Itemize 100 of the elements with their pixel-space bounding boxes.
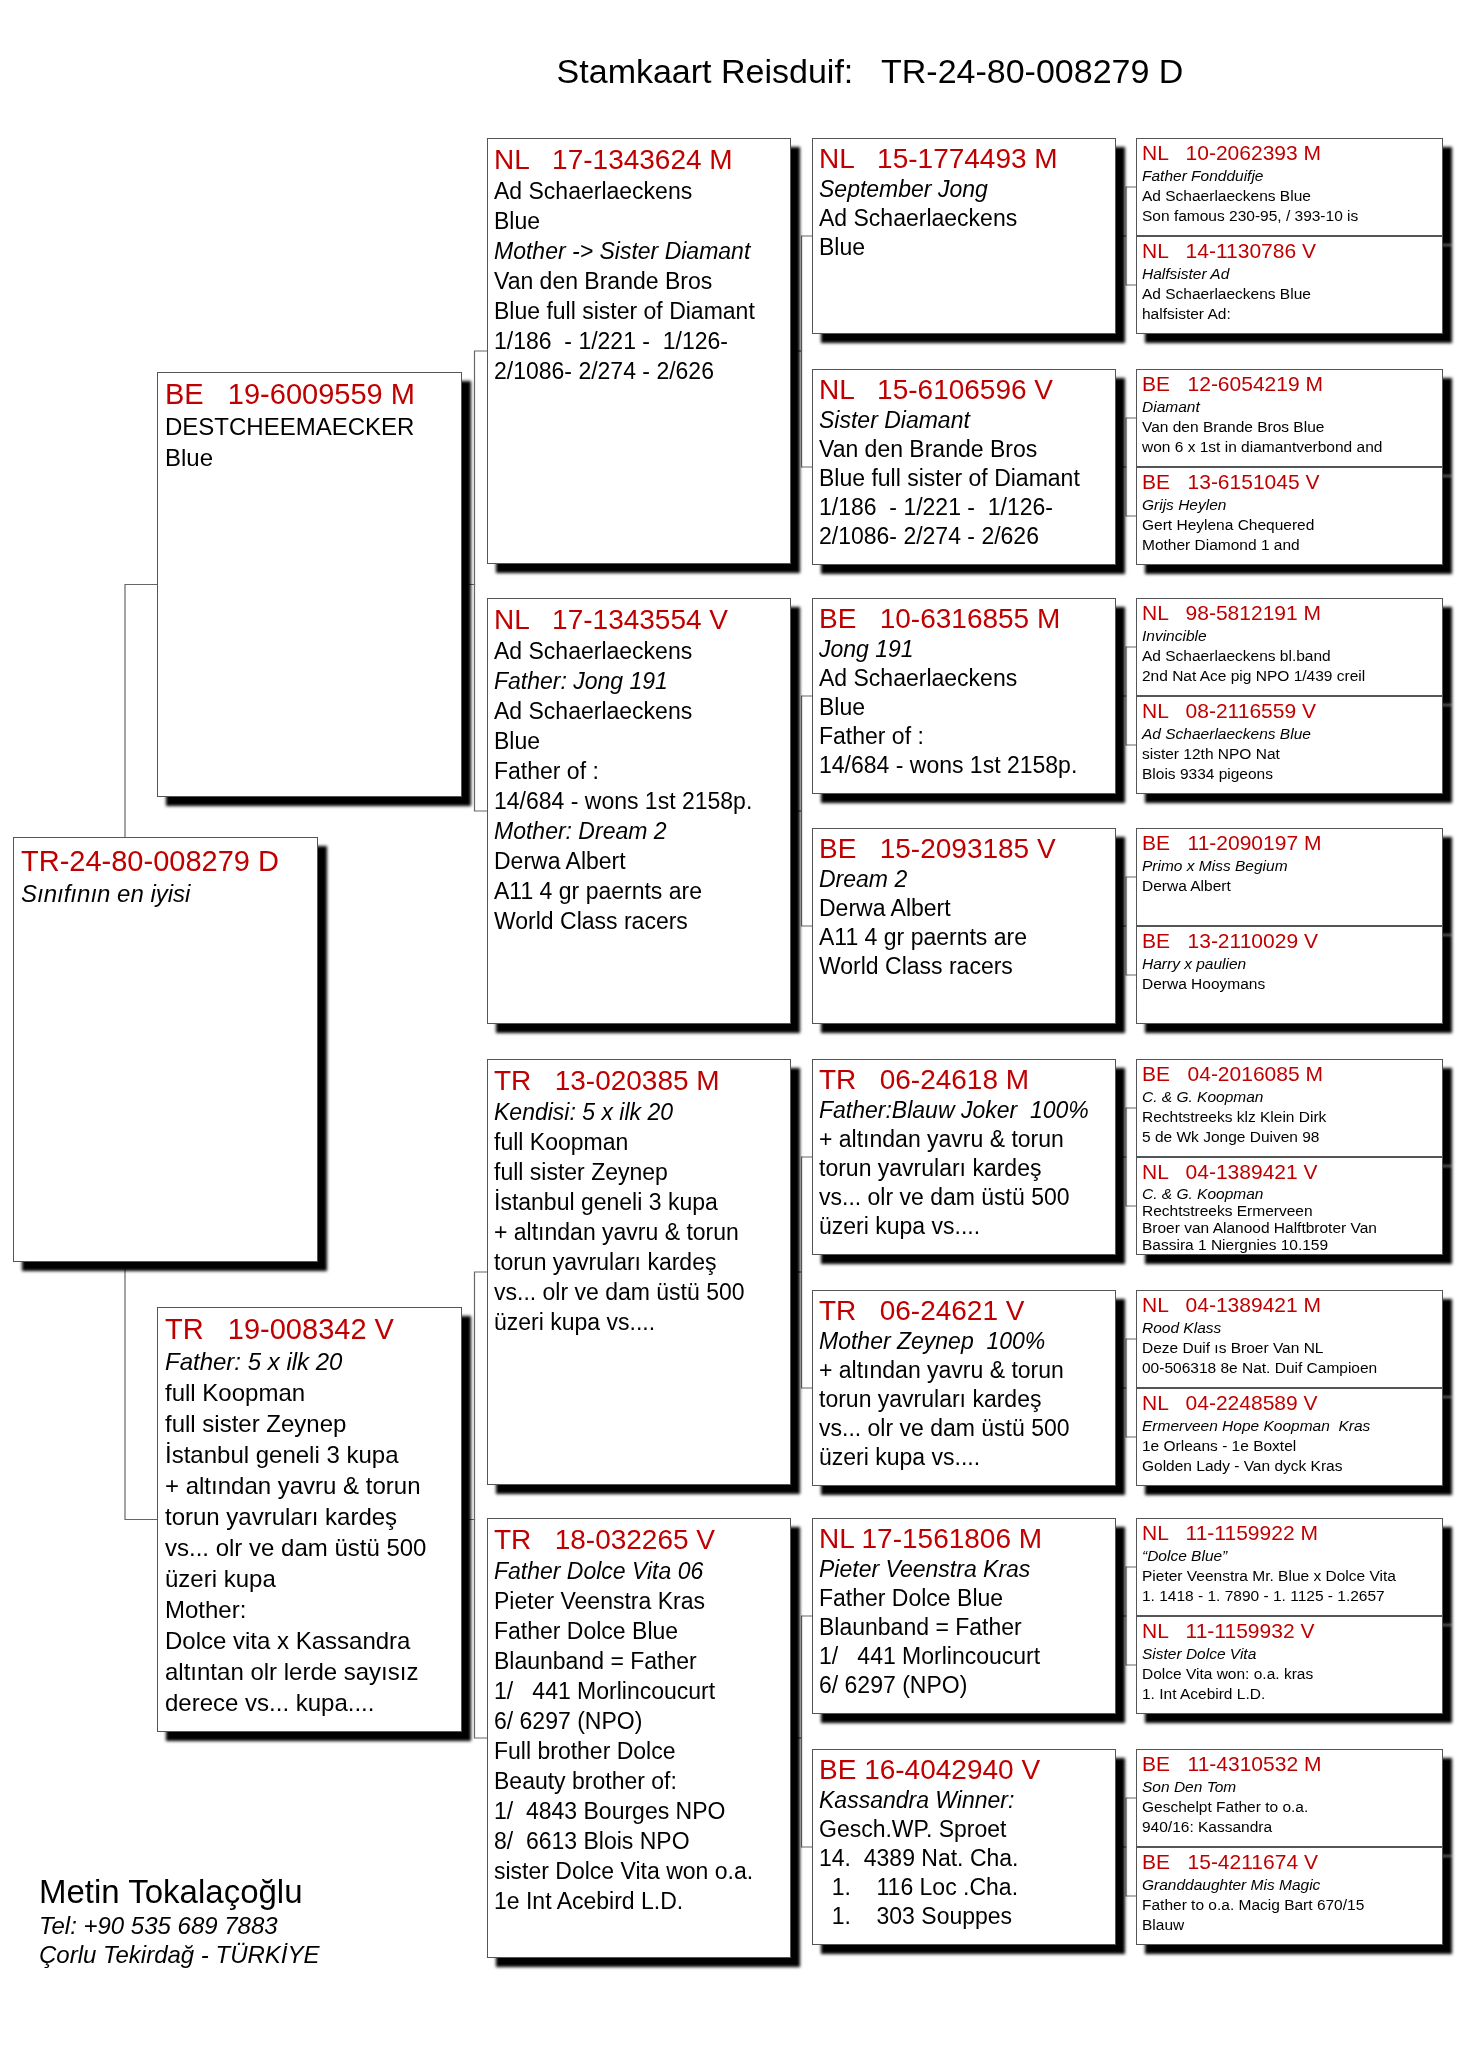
pedigree-card <box>1136 369 1443 467</box>
connector-line <box>790 1737 813 1848</box>
pedigree-note: altıntan olr lerde sayısız <box>165 1657 419 1688</box>
pedigree-note: Van den Brande Bros <box>819 435 1038 465</box>
ring-number: NL 15-1774493 M <box>819 142 1058 176</box>
pedigree-note: full Koopman <box>494 1128 629 1158</box>
pedigree-card <box>1136 138 1443 236</box>
pedigree-card <box>1136 1059 1443 1157</box>
pedigree-note: Derwa Albert <box>1142 875 1231 896</box>
pedigree-card <box>812 1290 1116 1486</box>
pedigree-note: World Class racers <box>819 952 1013 982</box>
pedigree-card <box>812 1059 1116 1255</box>
pedigree-card <box>812 369 1116 565</box>
ring-number: NL 14-1130786 V <box>1142 239 1316 264</box>
pedigree-note: 1e Orleans - 1e Boxtel <box>1142 1435 1297 1456</box>
pedigree-note: Blue full sister of Diamant <box>494 297 755 327</box>
ring-number: NL 17-1561806 M <box>819 1522 1043 1556</box>
pedigree-note: + altından yavru & torun <box>494 1218 739 1248</box>
pedigree-card <box>812 1518 1116 1714</box>
connector-line <box>461 583 488 812</box>
pedigree-note: full Koopman <box>165 1378 306 1409</box>
pedigree-note: 940/16: Kassandra <box>1142 1816 1273 1837</box>
pedigree-note: Ad Schaerlaeckens <box>819 204 1018 234</box>
pedigree-note: üzeri kupa vs.... <box>819 1443 981 1473</box>
pedigree-note: Beauty brother of: <box>494 1767 677 1797</box>
pedigree-card <box>487 1518 791 1958</box>
pedigree-note: Ad Schaerlaeckens <box>494 637 693 667</box>
ring-number: TR 19-008342 V <box>165 1312 394 1347</box>
ring-number: TR 18-032265 V <box>494 1523 716 1557</box>
ring-number: NL 08-2116559 V <box>1142 699 1316 724</box>
ring-number: NL 11-1159922 M <box>1142 1521 1318 1546</box>
pedigree-note: Father to o.a. Macig Bart 670/15 <box>1142 1894 1365 1915</box>
connector-line <box>461 1518 488 1739</box>
pedigree-note: Father Dolce Blue <box>819 1584 1004 1614</box>
pedigree-note: Derwa Albert <box>494 847 626 877</box>
pedigree-note: Father Dolce Vita 06 <box>494 1557 704 1587</box>
pedigree-note: + altından yavru & torun <box>819 1356 1064 1386</box>
pedigree-note: Sister Dolce Vita <box>1142 1643 1257 1664</box>
pedigree-note: Van den Brande Bros Blue <box>1142 416 1325 437</box>
pedigree-note: 1/186 - 1/221 - 1/126- <box>819 493 1053 523</box>
pedigree-note: Gesch.WP. Sproet <box>819 1815 1007 1845</box>
pedigree-note: 14. 4389 Nat. Cha. <box>819 1844 1019 1874</box>
ring-number: NL 17-1343554 V <box>494 603 729 637</box>
pedigree-note: World Class racers <box>494 907 688 937</box>
ring-number: BE 19-6009559 M <box>165 377 415 412</box>
ring-number: BE 10-6316855 M <box>819 602 1061 636</box>
pedigree-note: Van den Brande Bros <box>494 267 713 297</box>
pedigree-note: halfsister Ad: <box>1142 303 1231 324</box>
pedigree-note: Father of : <box>494 757 599 787</box>
pedigree-note: Golden Lady - Van dyck Kras <box>1142 1455 1343 1476</box>
pedigree-note: derece vs... kupa.... <box>165 1688 375 1719</box>
ring-number: TR-24-80-008279 D <box>21 844 279 879</box>
pedigree-note: Father of : <box>819 722 924 752</box>
connector-line <box>1115 1156 1137 1207</box>
pedigree-note: 1. Int Acebird L.D. <box>1142 1683 1266 1704</box>
pedigree-note: Mother Zeynep 100% <box>819 1327 1046 1357</box>
pedigree-note: Ad Schaerlaeckens <box>494 177 693 207</box>
pedigree-note: Derwa Hooymans <box>1142 973 1266 994</box>
pedigree-card <box>812 1749 1116 1945</box>
pedigree-note: Father:Blauw Joker 100% <box>819 1096 1089 1126</box>
pedigree-note: üzeri kupa <box>165 1564 276 1595</box>
pedigree-note: torun yavruları kardeş <box>819 1385 1042 1415</box>
ring-number: NL 17-1343624 M <box>494 143 733 177</box>
pedigree-note: “Dolce Blue” <box>1142 1545 1228 1566</box>
connector-line <box>1115 1387 1137 1438</box>
pedigree-note: üzeri kupa vs.... <box>494 1308 656 1338</box>
pedigree-note: Harry x paulien <box>1142 953 1247 974</box>
ring-number: NL 15-6106596 V <box>819 373 1054 407</box>
ring-number: NL 04-2248589 V <box>1142 1391 1318 1416</box>
owner-name: Metin Tokalaçoğlu <box>39 1874 303 1910</box>
pedigree-note: vs... olr ve dam üstü 500 <box>494 1278 745 1308</box>
pedigree-note: Sister Diamant <box>819 406 970 436</box>
pedigree-note: Pieter Veenstra Kras <box>819 1555 1031 1585</box>
pedigree-note: won 6 x 1st in diamantverbond and <box>1142 436 1383 457</box>
pedigree-note: Ad Schaerlaeckens Blue <box>1142 283 1311 304</box>
pedigree-note: Blaunband = Father <box>819 1613 1022 1643</box>
pedigree-card <box>487 1059 791 1485</box>
pedigree-note: Blue <box>819 233 866 263</box>
pedigree-note: Kendisi: 5 x ilk 20 <box>494 1098 673 1128</box>
pedigree-card <box>812 138 1116 334</box>
pedigree-note: vs... olr ve dam üstü 500 <box>165 1533 427 1564</box>
pedigree-note: Blue <box>494 207 541 237</box>
pedigree-card <box>1136 1290 1443 1388</box>
pedigree-note: Mother: <box>165 1595 247 1626</box>
pedigree-card <box>812 598 1116 794</box>
pedigree-note: Ad Schaerlaeckens bl.band <box>1142 645 1331 666</box>
pedigree-note: İstanbul geneli 3 kupa <box>494 1188 718 1218</box>
pedigree-note: Father: Jong 191 <box>494 667 668 697</box>
pedigree-card <box>1136 598 1443 696</box>
pedigree-note: Full brother Dolce <box>494 1737 676 1767</box>
pedigree-note: Bassira 1 Niergnies 10.159 <box>1142 1235 1329 1253</box>
pedigree-note: A11 4 gr paernts are <box>819 923 1027 953</box>
pedigree-note: 2/1086- 2/274 - 2/626 <box>819 522 1039 552</box>
pedigree-card <box>1136 828 1443 926</box>
ring-number: NL 04-1389421 V <box>1142 1160 1318 1185</box>
pedigree-card <box>13 837 318 1262</box>
ring-number: BE 13-2110029 V <box>1142 929 1318 954</box>
pedigree-note: 14/684 - wons 1st 2158p. <box>494 787 753 817</box>
pedigree-card <box>1136 1616 1443 1714</box>
pedigree-note: Blue full sister of Diamant <box>819 464 1080 494</box>
